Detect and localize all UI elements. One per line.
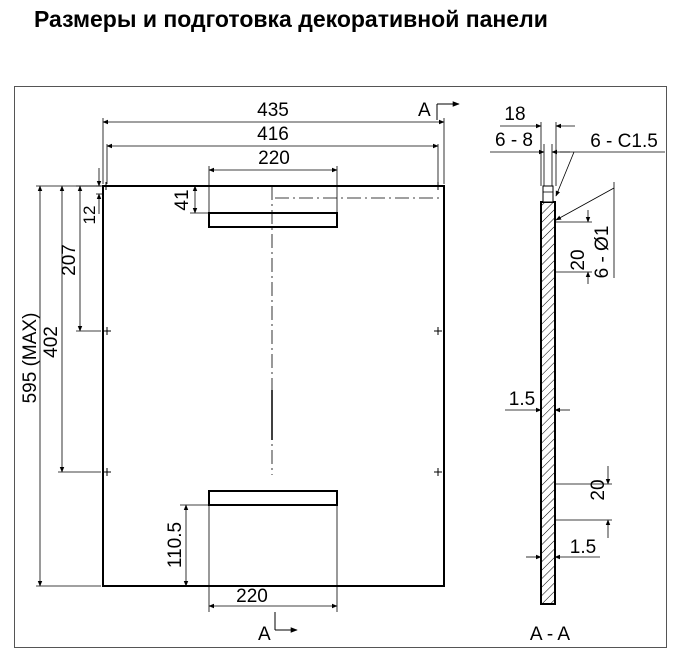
- page-title: Размеры и подготовка декоративной панели: [34, 6, 548, 32]
- dim-20-bottom-label: 20: [588, 479, 609, 500]
- dim-1-5-bottom: 1.5: [526, 537, 600, 560]
- dim-1-5-mid-label: 1.5: [509, 389, 535, 410]
- dim-220-bottom-label: 220: [236, 586, 268, 607]
- dim-1-5-bottom-label: 1.5: [570, 537, 596, 558]
- dim-595-label: 595 (MAX): [20, 313, 41, 404]
- section-mark-bottom-label: A: [258, 624, 271, 645]
- dim-6-8-label: 6 - 8: [495, 130, 533, 151]
- dim-chamfer-label: 6 - C1.5: [590, 131, 658, 152]
- dim-12-label: 12: [80, 206, 99, 225]
- dim-416-label: 416: [257, 124, 289, 145]
- dim-41-label: 41: [172, 189, 193, 210]
- dim-220-top-label: 220: [258, 148, 290, 169]
- top-handle-slot: [208, 212, 338, 228]
- front-view: 435 416 220 41 12: [20, 100, 460, 645]
- dim-435-label: 435: [257, 100, 289, 121]
- dim-435: 435: [102, 100, 445, 184]
- dim-12: 12: [80, 168, 102, 224]
- section-label: A - A: [530, 624, 570, 645]
- dim-220-bottom: 220: [208, 506, 338, 612]
- dim-402-label: 402: [41, 326, 62, 358]
- dim-41: 41: [172, 185, 208, 214]
- dim-chamfer: 6 - C1.5: [555, 131, 665, 197]
- section-mark-top-label: A: [418, 100, 431, 121]
- dim-110-5-label: 110.5: [165, 522, 186, 568]
- dim-20-bottom: 20: [556, 466, 612, 538]
- dim-20-top: 20: [556, 210, 592, 284]
- section-mark-bottom: A: [258, 612, 298, 645]
- section-mark-top: A: [418, 100, 460, 121]
- panel-outline: [102, 185, 445, 587]
- dim-6-8: 6 - 8: [490, 130, 570, 186]
- section-view: 18 6 - 8 6 - C1.5 6 - Ø1 20: [490, 104, 665, 645]
- drawing-frame: [14, 86, 667, 648]
- dim-hole: 6 - Ø1: [555, 182, 615, 279]
- dim-20-top-label: 20: [568, 249, 589, 270]
- dim-416: 416: [106, 124, 439, 184]
- dim-207-label: 207: [59, 244, 80, 276]
- stud-top: [542, 185, 554, 203]
- bottom-handle-slot: [208, 490, 338, 506]
- dim-402: 402: [41, 185, 101, 473]
- dim-1-5-mid: 1.5: [505, 389, 570, 413]
- dim-595: 595 (MAX): [20, 185, 101, 587]
- panel-section: [540, 201, 556, 605]
- dim-18-label: 18: [504, 104, 525, 125]
- dim-110-5: 110.5: [165, 504, 208, 587]
- dim-220-top: 220: [208, 148, 338, 212]
- dim-hole-label: 6 - Ø1: [592, 226, 613, 279]
